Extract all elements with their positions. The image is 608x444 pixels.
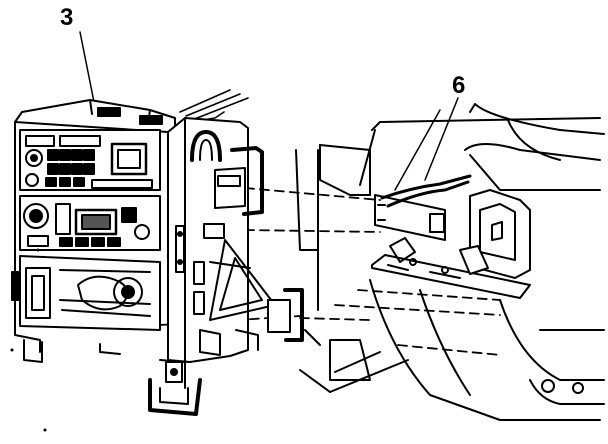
callout-3-label: 3: [60, 4, 74, 31]
foot-bracket: [148, 359, 202, 416]
callout-6-label: 6: [452, 72, 466, 99]
callout-leaders: [79, 31, 459, 191]
specks: [10, 248, 47, 432]
mounting-bracket: [371, 174, 531, 299]
dashboard-body: [295, 103, 605, 421]
radio-assembly: [11, 99, 191, 363]
side-panel: [167, 117, 304, 363]
